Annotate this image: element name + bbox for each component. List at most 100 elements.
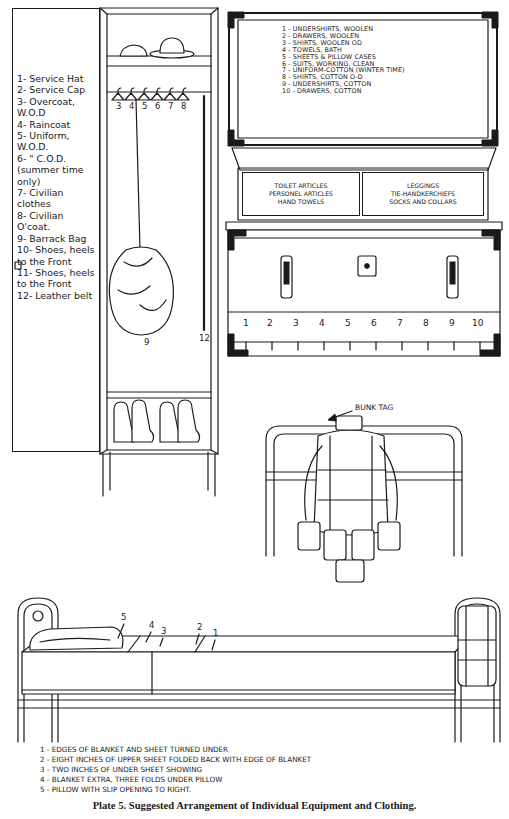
trunk-illustration	[358, 256, 376, 276]
locker-illustration	[109, 247, 173, 335]
locker-illustration	[118, 88, 186, 92]
list-item: 8 - SHIRTS, COTTON O-D	[282, 74, 496, 81]
list-item: 10 - DRAWERS, COTTON	[282, 88, 496, 95]
locker-illustration	[132, 400, 154, 442]
callout-number: 12	[199, 334, 210, 343]
callout-number: 7	[168, 102, 173, 111]
bunk-pack-illustration	[266, 411, 462, 582]
list-item: 2 - DRAWERS, WOOLEN	[282, 33, 496, 40]
trunk-illustration	[450, 262, 455, 284]
trunk-illustration	[228, 230, 500, 356]
trunk-illustration	[232, 148, 496, 170]
trunk-illustration	[365, 264, 370, 269]
trunk-illustration	[281, 256, 292, 298]
bed-illustration	[40, 638, 110, 642]
bunk-pack-illustration	[336, 560, 364, 582]
locker-illustration	[100, 8, 218, 454]
note-text: 5 - PILLOW WITH SLIP OPENING TO RIGHT.	[40, 786, 191, 793]
callout-number: 1	[213, 629, 218, 638]
locker-illustration	[178, 400, 200, 442]
bunk-pack-illustration	[378, 522, 400, 550]
locker-door-list: 1- Service Hat2- Service Cap3- Overcoat,…	[12, 8, 100, 452]
bunk-pack-illustration	[318, 436, 388, 532]
bed-illustration	[455, 598, 500, 742]
locker-illustration	[136, 100, 140, 250]
locker-illustration	[107, 392, 211, 398]
list-item: 1- Service Hat	[17, 73, 97, 84]
bunk-pack-illustration	[328, 414, 336, 421]
trunk-illustration	[228, 238, 500, 342]
trunk-illustration	[238, 20, 488, 138]
note-text: 4 - BLANKET EXTRA, THREE FOLDS UNDER PIL…	[40, 776, 222, 783]
locker-illustration	[160, 38, 184, 53]
compartment-label: TOILET ARTICLES	[275, 182, 328, 190]
callout-number: 9	[449, 319, 455, 328]
locker-illustration	[120, 45, 147, 56]
note-text: 3 - TWO INCHES OF UNDER SHEET SHOWING	[40, 766, 202, 773]
compartment-label: PERSONEL ARTICLES	[269, 190, 333, 198]
callout-number: 8	[423, 319, 429, 328]
list-item: 8- Civilian O'coat.	[17, 210, 97, 233]
list-item: 4- Raincoat	[17, 119, 97, 130]
callout-number: 4	[319, 319, 325, 328]
bunk-pack-illustration	[298, 522, 320, 550]
note-text: 1 - EDGES OF BLANKET AND SHEET TURNED UN…	[40, 746, 228, 753]
trunk-illustration	[226, 222, 502, 230]
compartment-label: LEGGINGS	[407, 182, 439, 190]
trunk-illustration	[447, 256, 458, 298]
list-item: 5- Uniform, W.O.D.	[17, 130, 97, 153]
callout-number: 7	[397, 319, 403, 328]
bed-illustration	[30, 627, 123, 650]
callout-number: 2	[197, 623, 202, 632]
trunk-lid-list: 1 - UNDERSHIRTS, WOOLEN2 - DRAWERS, WOOL…	[228, 12, 498, 146]
callout-number: 4	[149, 621, 154, 630]
compartment-label: HAND TOWELS	[278, 198, 324, 206]
bunk-pack-illustration	[352, 530, 374, 560]
locker-illustration	[203, 96, 205, 330]
bunk-pack-illustration	[336, 416, 362, 430]
bed-illustration	[18, 700, 500, 708]
bed-illustration	[458, 606, 496, 686]
list-item: 10- Shoes, heels to the Front	[17, 244, 97, 267]
tray-compartment: LEGGINGSTIE-HANDKERCHIEFSSOCKS AND COLLA…	[362, 172, 484, 216]
list-item: 6- " C.O.D. (summer time only)	[17, 153, 97, 187]
tray-compartment: TOILET ARTICLESPERSONEL ARTICLESHAND TOW…	[242, 172, 360, 216]
list-item: 9 - UNDERSHIRTS, COTTON	[282, 81, 496, 88]
compartment-label: SOCKS AND COLLARS	[389, 198, 456, 206]
locker-illustration	[15, 8, 218, 496]
callout-number: 10	[472, 319, 483, 328]
list-item: 11- Shoes, heels to the Front	[17, 267, 97, 290]
list-item: 9- Barrack Bag	[17, 233, 97, 244]
bed-illustration	[18, 598, 500, 742]
bunk-tag-label: BUNK TAG	[355, 404, 393, 412]
callout-number: 1	[243, 319, 249, 328]
locker-illustration	[112, 93, 189, 100]
bed-illustration	[458, 606, 496, 686]
trunk-illustration	[228, 12, 498, 146]
list-item: 5 - SHEETS & PILLOW CASES	[282, 54, 496, 61]
callout-number: 6	[371, 319, 377, 328]
trunk-illustration	[284, 262, 289, 284]
bed-illustration	[22, 652, 455, 694]
callout-number: 4	[129, 102, 134, 111]
bunk-pack-illustration	[324, 530, 346, 560]
bunk-pack-illustration	[305, 446, 398, 520]
list-item: 12- Leather belt	[17, 290, 97, 301]
callout-number: 5	[121, 613, 126, 622]
callout-number: 9	[144, 338, 149, 347]
callout-number: 5	[345, 319, 351, 328]
trunk-illustration	[228, 230, 500, 356]
trunk-illustration	[246, 342, 480, 350]
callout-number: 5	[142, 102, 147, 111]
note-text: 2 - EIGHT INCHES OF UPPER SHEET FOLDED B…	[40, 756, 311, 763]
bunk-pack-illustration	[314, 430, 388, 535]
locker-illustration	[103, 452, 215, 496]
callout-number: 8	[181, 102, 186, 111]
caption: Plate 5. Suggested Arrangement of Indivi…	[0, 800, 509, 811]
locker-illustration	[100, 8, 218, 454]
callout-number: 2	[267, 319, 273, 328]
bed-illustration	[118, 624, 215, 650]
locker-illustration	[107, 91, 211, 92]
